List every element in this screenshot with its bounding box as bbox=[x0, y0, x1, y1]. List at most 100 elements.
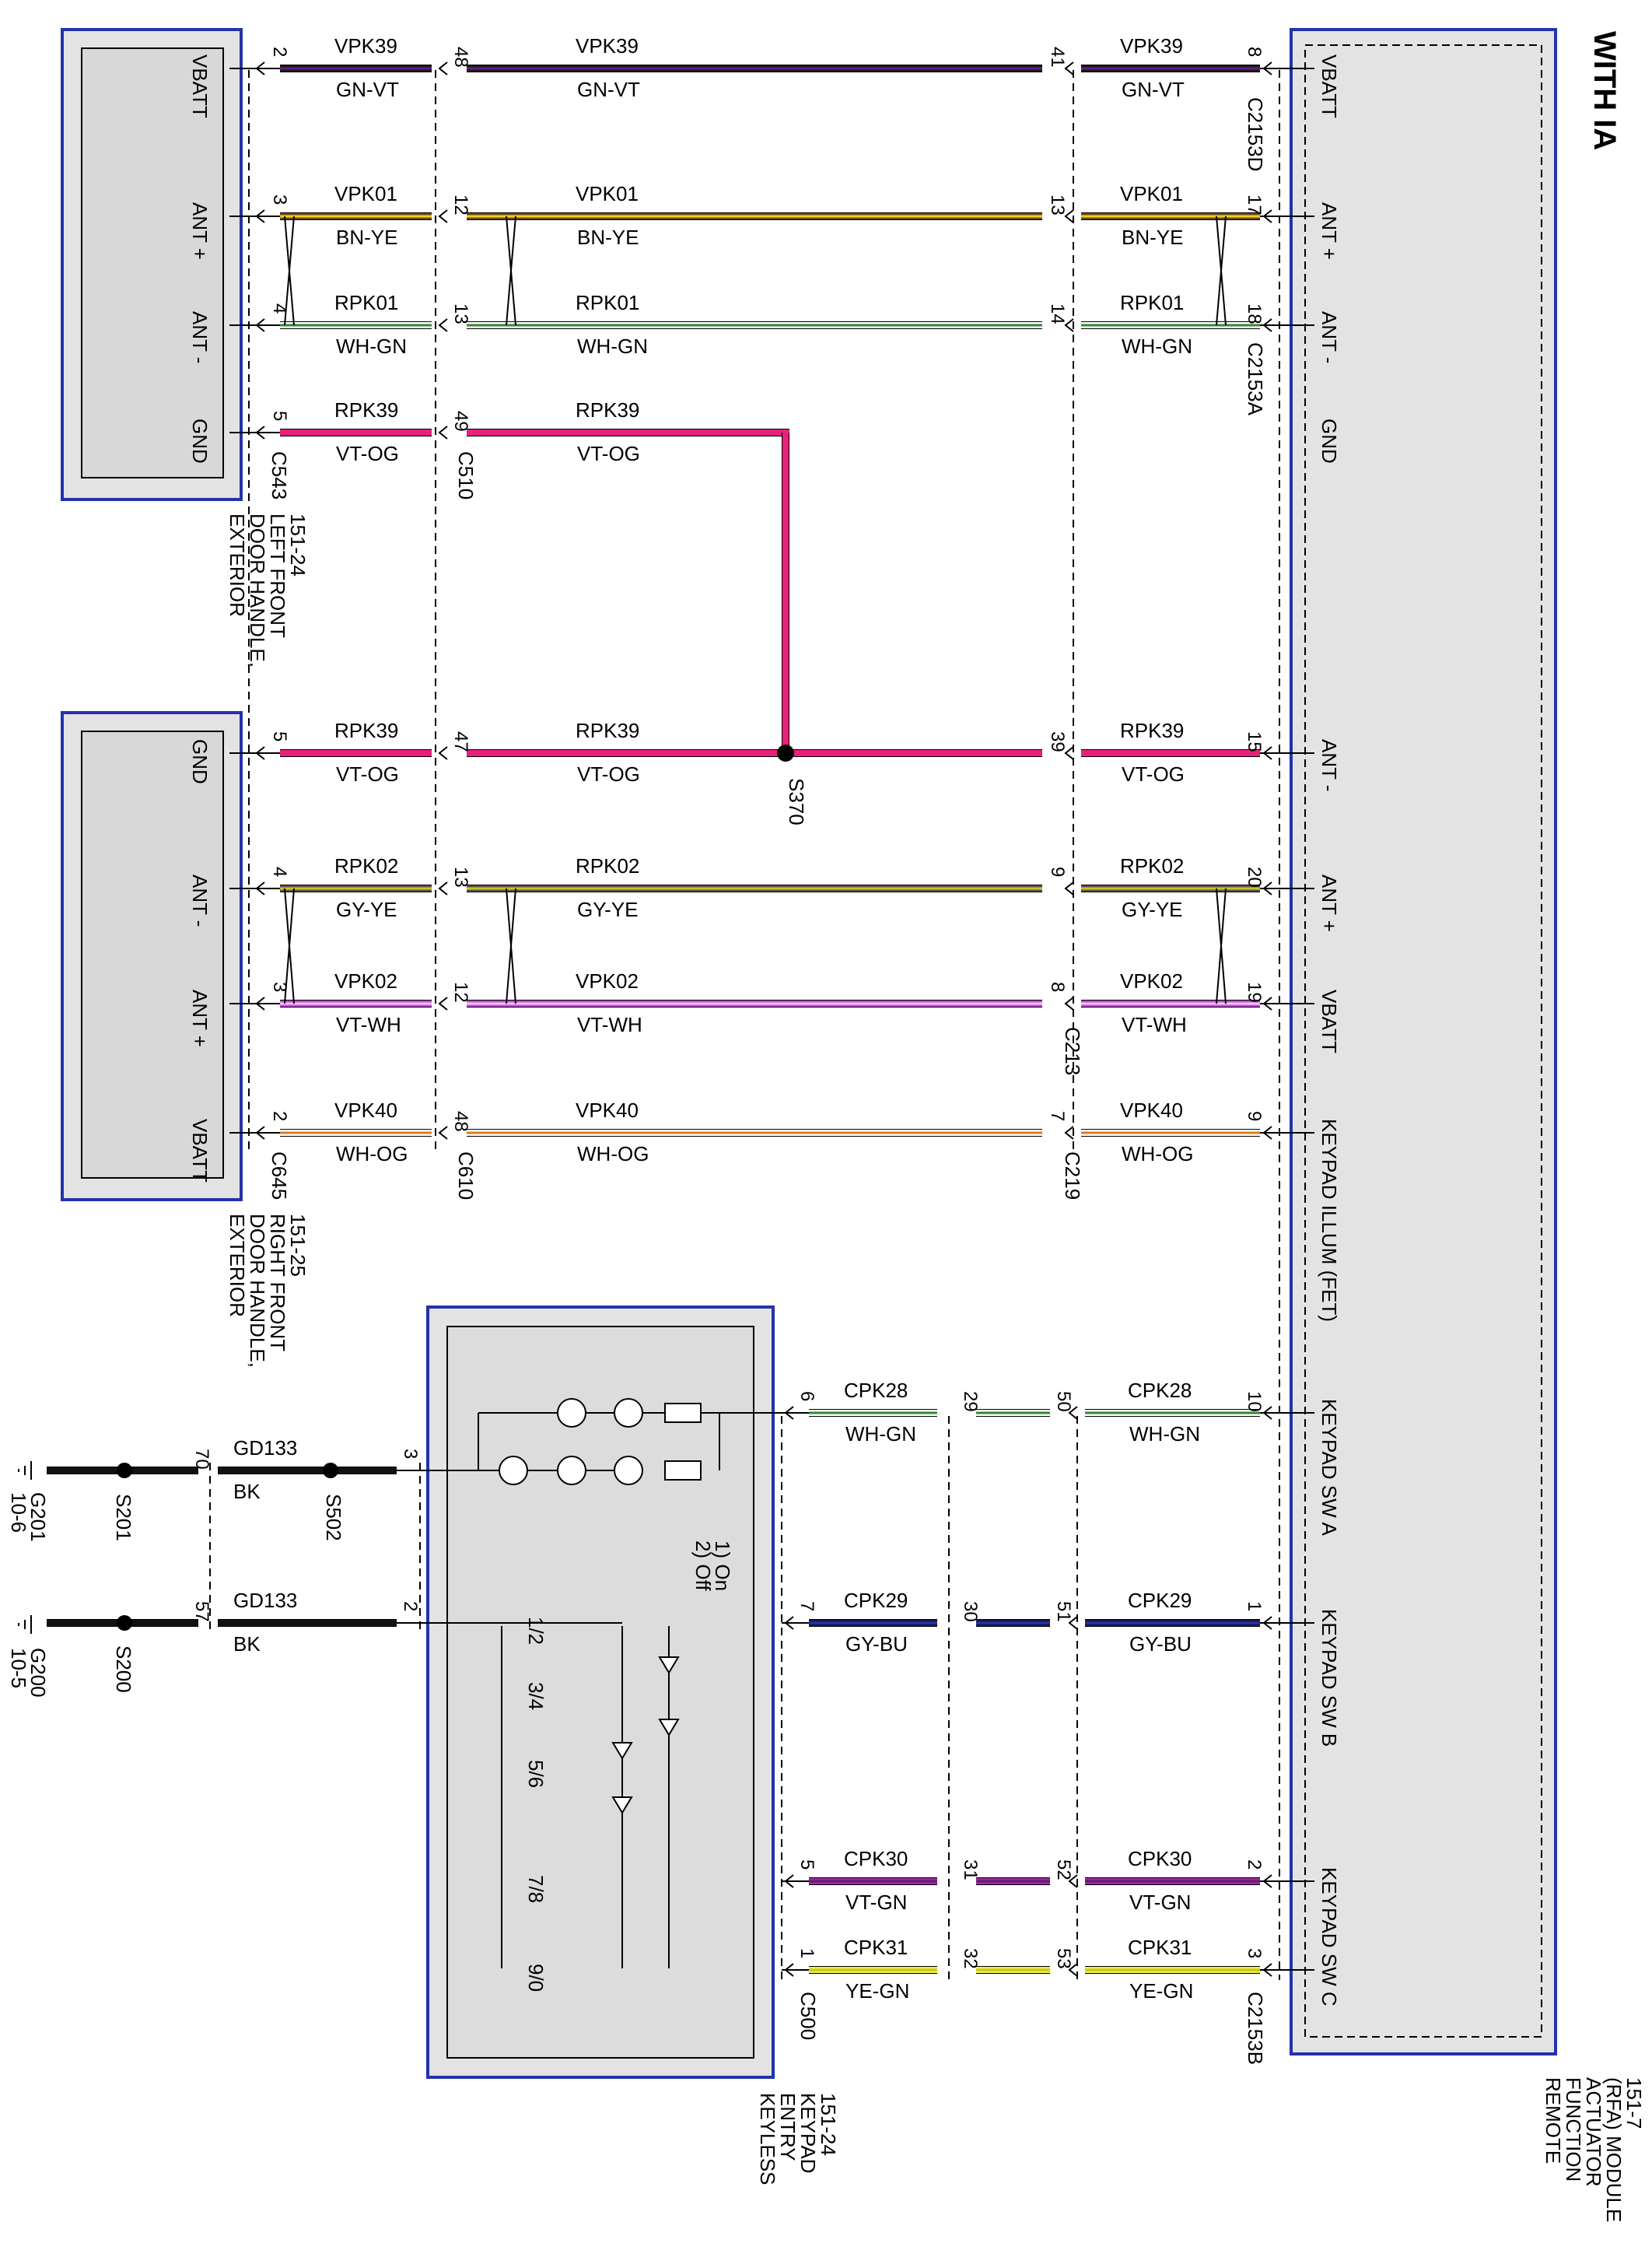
connector-arrow bbox=[438, 61, 448, 75]
circuit-label: VPK39 bbox=[576, 34, 639, 58]
twisted-pair bbox=[506, 216, 516, 326]
color-label: WH-GN bbox=[1122, 335, 1192, 358]
connector-id: C543 bbox=[268, 451, 291, 499]
connector-id: C500 bbox=[796, 1992, 820, 2040]
rfa-pin-label: GND bbox=[1318, 419, 1341, 464]
connector-arrow bbox=[1064, 318, 1074, 332]
circuit-label: CPK30 bbox=[1128, 1847, 1192, 1870]
switch-label: 1/2 bbox=[524, 1617, 548, 1645]
connector-arrow bbox=[1068, 1963, 1078, 1977]
circuit-label: CPK29 bbox=[1128, 1589, 1192, 1612]
pin-number: 15 bbox=[1244, 731, 1265, 752]
connector-arrow bbox=[255, 746, 265, 760]
connector-id: 10-6 bbox=[7, 1492, 30, 1533]
connector-arrow bbox=[438, 881, 448, 895]
rfa-pin-label: VBATT bbox=[1318, 54, 1341, 118]
pin-number: 7 bbox=[1047, 1111, 1068, 1121]
connector-id: 10-5 bbox=[7, 1648, 30, 1688]
pin-number: 70 bbox=[191, 1449, 212, 1470]
twisted-pair bbox=[506, 888, 516, 1004]
ground-circuit: GD133 bbox=[233, 1589, 297, 1612]
diode-icon bbox=[611, 1656, 680, 1814]
left-front-handle-inner bbox=[81, 47, 224, 478]
circuit-label: CPK31 bbox=[1128, 1936, 1192, 1959]
pin-number: 57 bbox=[191, 1601, 212, 1622]
connector-arrow bbox=[255, 881, 265, 895]
circuit-label: CPK28 bbox=[844, 1379, 908, 1402]
connector-arrow bbox=[1068, 1616, 1078, 1630]
color-label: WH-GN bbox=[336, 335, 407, 358]
switch-label: 3/4 bbox=[524, 1682, 548, 1710]
color-label: BN-YE bbox=[336, 226, 397, 249]
color-label: VT-GN bbox=[1129, 1891, 1191, 1914]
circuit-label: RPK02 bbox=[334, 854, 398, 878]
splice-s502 bbox=[323, 1463, 338, 1478]
pin-number: 17 bbox=[1244, 195, 1265, 216]
color-label: VT-WH bbox=[1122, 1013, 1187, 1036]
twisted-pair bbox=[1216, 888, 1227, 1004]
color-label: VT-OG bbox=[336, 442, 399, 465]
pin-number: 2 bbox=[400, 1601, 421, 1611]
color-label: VT-WH bbox=[577, 1013, 642, 1036]
color-label: VT-OG bbox=[577, 762, 640, 786]
connector-arrow bbox=[1064, 997, 1074, 1011]
connector-arrow bbox=[1262, 746, 1272, 760]
ground-icon bbox=[18, 1461, 32, 1634]
circuit-label: VPK39 bbox=[334, 34, 397, 58]
rfa-pin-label: ANT + bbox=[1318, 202, 1341, 260]
connector-id: C510 bbox=[454, 451, 478, 499]
pin-number: 3 bbox=[269, 195, 290, 205]
twisted-pair bbox=[284, 216, 295, 326]
pin-number: 4 bbox=[269, 867, 290, 877]
color-label: VT-OG bbox=[577, 442, 640, 465]
connector-arrow bbox=[1064, 209, 1074, 223]
connector-id: C213 bbox=[1061, 1027, 1084, 1075]
pin-number: 41 bbox=[1047, 47, 1068, 68]
connector-arrow bbox=[438, 746, 448, 760]
led-icon bbox=[499, 1398, 702, 1485]
circuit-label: RPK01 bbox=[576, 291, 639, 314]
diagram-title: WITH IA bbox=[1587, 31, 1622, 150]
splice-dot bbox=[117, 1615, 132, 1631]
pin-number: 9 bbox=[1047, 867, 1068, 877]
connector-id: C645 bbox=[268, 1151, 291, 1200]
pin-number: 13 bbox=[450, 303, 471, 324]
circuit-label: VPK02 bbox=[1120, 969, 1183, 993]
splices bbox=[117, 745, 794, 1631]
circuit-label: RPK01 bbox=[1120, 291, 1184, 314]
connector-arrow bbox=[255, 997, 265, 1011]
pin-number: 5 bbox=[269, 411, 290, 421]
pin-number: 50 bbox=[1053, 1391, 1074, 1412]
pin-number: 14 bbox=[1047, 303, 1068, 324]
pin-number: 10 bbox=[1244, 1391, 1265, 1412]
pin-number: 53 bbox=[1053, 1948, 1074, 1969]
circuit-label: RPK39 bbox=[1120, 719, 1184, 742]
pin-number: 13 bbox=[1047, 195, 1068, 216]
left-front-handle-name: EXTERIOR DOOR HANDLE, LEFT FRONT 151-24 bbox=[226, 513, 310, 673]
connector-id: S201 bbox=[112, 1494, 135, 1541]
pin-number: 1 bbox=[796, 1948, 817, 1958]
circuit-label: VPK39 bbox=[1120, 34, 1183, 58]
pin-number: 3 bbox=[1244, 1948, 1265, 1958]
twisted-pair bbox=[1216, 216, 1227, 326]
connector-id: C219 bbox=[1061, 1151, 1084, 1200]
pin-number: 8 bbox=[1244, 47, 1265, 57]
connector-arrow bbox=[1262, 1126, 1272, 1140]
connector-arrow bbox=[255, 61, 265, 75]
switch-label: 5/6 bbox=[524, 1760, 548, 1788]
connector-arrow bbox=[1262, 1963, 1272, 1977]
lf-pin-label: ANT - bbox=[188, 311, 212, 363]
switch-label: 7/8 bbox=[524, 1875, 548, 1903]
circuit-label: VPK02 bbox=[576, 969, 639, 993]
circuit-label: RPK02 bbox=[576, 854, 639, 878]
connector-arrow bbox=[438, 209, 448, 223]
connector-arrow bbox=[1262, 209, 1272, 223]
rfa-module-name: REMOTE FUNCTION ACTUATOR (RFA) MODULE 15… bbox=[1542, 2077, 1646, 2228]
pin-number: 47 bbox=[450, 731, 471, 752]
lf-pin-label: GND bbox=[188, 419, 212, 464]
connector-id: C2153A bbox=[1244, 342, 1267, 416]
pin-number: 9 bbox=[1244, 1111, 1265, 1121]
pin-number: 12 bbox=[450, 982, 471, 1003]
color-label: GN-VT bbox=[336, 78, 399, 101]
color-label: YE-GN bbox=[1129, 1979, 1193, 2003]
